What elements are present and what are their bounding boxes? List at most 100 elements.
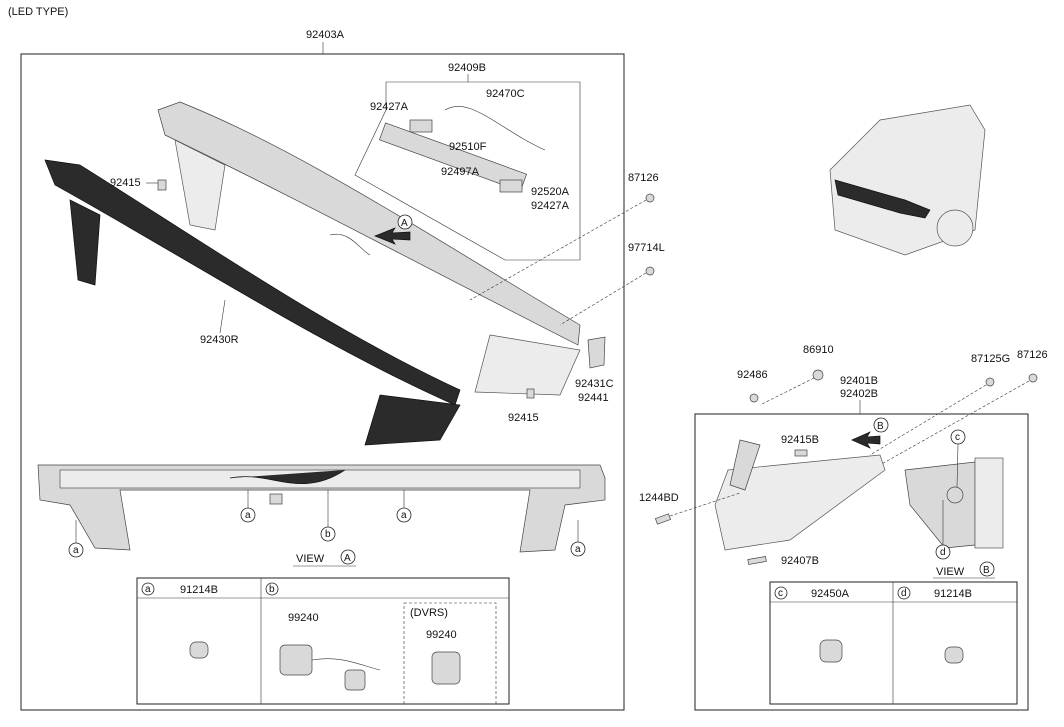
part-label-92430R[interactable]: 92430R (200, 334, 239, 346)
view-a-caption-circle (340, 549, 356, 565)
rear-lamp-tab (729, 439, 761, 491)
rear-combination-lamp (714, 454, 886, 551)
table-left (136, 577, 510, 705)
socket-92450A (819, 639, 843, 663)
part-label-86910[interactable]: 86910 (803, 344, 834, 356)
led-type-caption: (LED TYPE) (8, 6, 68, 18)
part-label-92431C[interactable]: 92431C (575, 378, 614, 390)
bolt-87126-upper (645, 193, 655, 203)
view-a-harness (229, 469, 346, 484)
view-b-caption: VIEW (936, 566, 965, 578)
table-left-a-part[interactable]: 91214B (180, 584, 218, 596)
lamp-pcb-92497A (378, 122, 528, 192)
leader-87125G (869, 384, 987, 456)
table-left-b-part1[interactable]: 99240 (288, 612, 319, 624)
part-label-87125G[interactable]: 87125G (971, 353, 1010, 365)
part-label-87126-right[interactable]: 87126 (1017, 349, 1048, 361)
part-label-92409B[interactable]: 92409B (448, 62, 486, 74)
part-label-97714L[interactable]: 97714L (628, 242, 665, 254)
view-a-arrow-icon (374, 227, 411, 245)
vehicle-lamp-highlight (834, 179, 931, 219)
callout-a-1-letter: a (245, 510, 251, 521)
table-right (769, 581, 1018, 705)
callout-a-4-letter: a (575, 544, 581, 555)
part-label-92441[interactable]: 92441 (578, 392, 609, 404)
part-label-92427A-lower[interactable]: 92427A (531, 200, 570, 212)
screw-1244BD (654, 513, 672, 525)
part-label-92415B[interactable]: 92415B (781, 434, 819, 446)
callout-d-letter: d (940, 547, 946, 558)
view-b-lamp-side (974, 457, 1004, 549)
part-label-92520A[interactable]: 92520A (531, 186, 570, 198)
table-right-c-part[interactable]: 92450A (811, 588, 850, 600)
part-label-92401B[interactable]: 92401B (840, 375, 878, 387)
part-label-87126-upper[interactable]: 87126 (628, 172, 659, 184)
table-right-d-letter: d (901, 588, 907, 599)
view-a-connector (269, 493, 283, 505)
part-label-92510F[interactable]: 92510F (449, 141, 487, 153)
bezel-right-tab (364, 394, 461, 446)
table-left-a-circle (141, 582, 155, 596)
grommet-91214B (189, 641, 209, 659)
socket-92520A (499, 179, 523, 193)
lamp-end-right (474, 334, 581, 396)
callout-b-1-letter: b (325, 529, 331, 540)
seal-92431C (587, 336, 606, 369)
view-a-caption-letter: A (344, 553, 351, 564)
table-left-b-circle (265, 582, 279, 596)
socket-92427A (409, 119, 433, 133)
assembly-frame-92403A (20, 53, 625, 711)
view-b-socket (946, 486, 964, 504)
leader-86910 (759, 377, 815, 406)
table-right-d-circle (897, 586, 911, 600)
table-left-b-letter: b (269, 584, 275, 595)
clip-92415-left (157, 179, 167, 191)
leader-97714L (559, 272, 647, 326)
view-b-arrow-circle (873, 417, 889, 433)
view-b-arrow-letter: B (877, 421, 884, 432)
table-right-d-part[interactable]: 91214B (934, 588, 972, 600)
view-a-arrow-circle (397, 214, 413, 230)
assembly-frame-92401B (694, 413, 1029, 711)
leader-1244BD (669, 492, 741, 517)
part-label-92427A-upper[interactable]: 92427A (370, 101, 409, 113)
high-mount-lamp-housing (157, 101, 581, 346)
grommet-91214B-right (944, 646, 964, 664)
camera-99240-cable (311, 658, 381, 671)
part-label-92403A[interactable]: 92403A (306, 29, 345, 41)
clip-92407B (747, 556, 767, 565)
table-left-dvrs: (DVRS) (410, 607, 448, 619)
clip-92415B (794, 449, 808, 457)
bolt-87126-right (1028, 373, 1038, 383)
part-label-1244BD[interactable]: 1244BD (639, 492, 679, 504)
dvrs-group-frame (403, 602, 497, 705)
lamp-end-left (174, 139, 226, 231)
leader-87126-upper (469, 199, 647, 301)
camera-99240-plug (344, 669, 366, 691)
bolt-87125G (985, 377, 995, 387)
view-a-arrow-letter: A (401, 218, 408, 229)
part-label-92415-left[interactable]: 92415 (110, 177, 141, 189)
part-label-92486[interactable]: 92486 (737, 369, 768, 381)
part-label-92497A[interactable]: 92497A (441, 166, 480, 178)
leader-92430R (219, 299, 226, 334)
subassembly-frame-92409B (354, 81, 581, 261)
callout-a-3-letter: a (73, 545, 79, 556)
camera-99240-dvrs (431, 651, 461, 685)
part-label-92470C[interactable]: 92470C (486, 88, 525, 100)
part-label-92402B[interactable]: 92402B (840, 388, 878, 400)
callout-c-letter: c (955, 432, 960, 443)
clip-92415-right (526, 388, 535, 399)
wiring-92470C (444, 106, 546, 151)
leader-87126-right (879, 380, 1030, 466)
part-label-92415-right[interactable]: 92415 (508, 412, 539, 424)
table-left-b-part2[interactable]: 99240 (426, 629, 457, 641)
table-left-a-letter: a (145, 584, 151, 595)
leader-callout-c (956, 443, 959, 488)
garnish-bezel (44, 159, 461, 406)
camera-99240 (279, 644, 313, 676)
view-b-lamp-back (904, 461, 976, 549)
part-label-92407B[interactable]: 92407B (781, 555, 819, 567)
view-b-caption-letter: B (983, 565, 990, 576)
bezel-left-tab (69, 199, 101, 286)
